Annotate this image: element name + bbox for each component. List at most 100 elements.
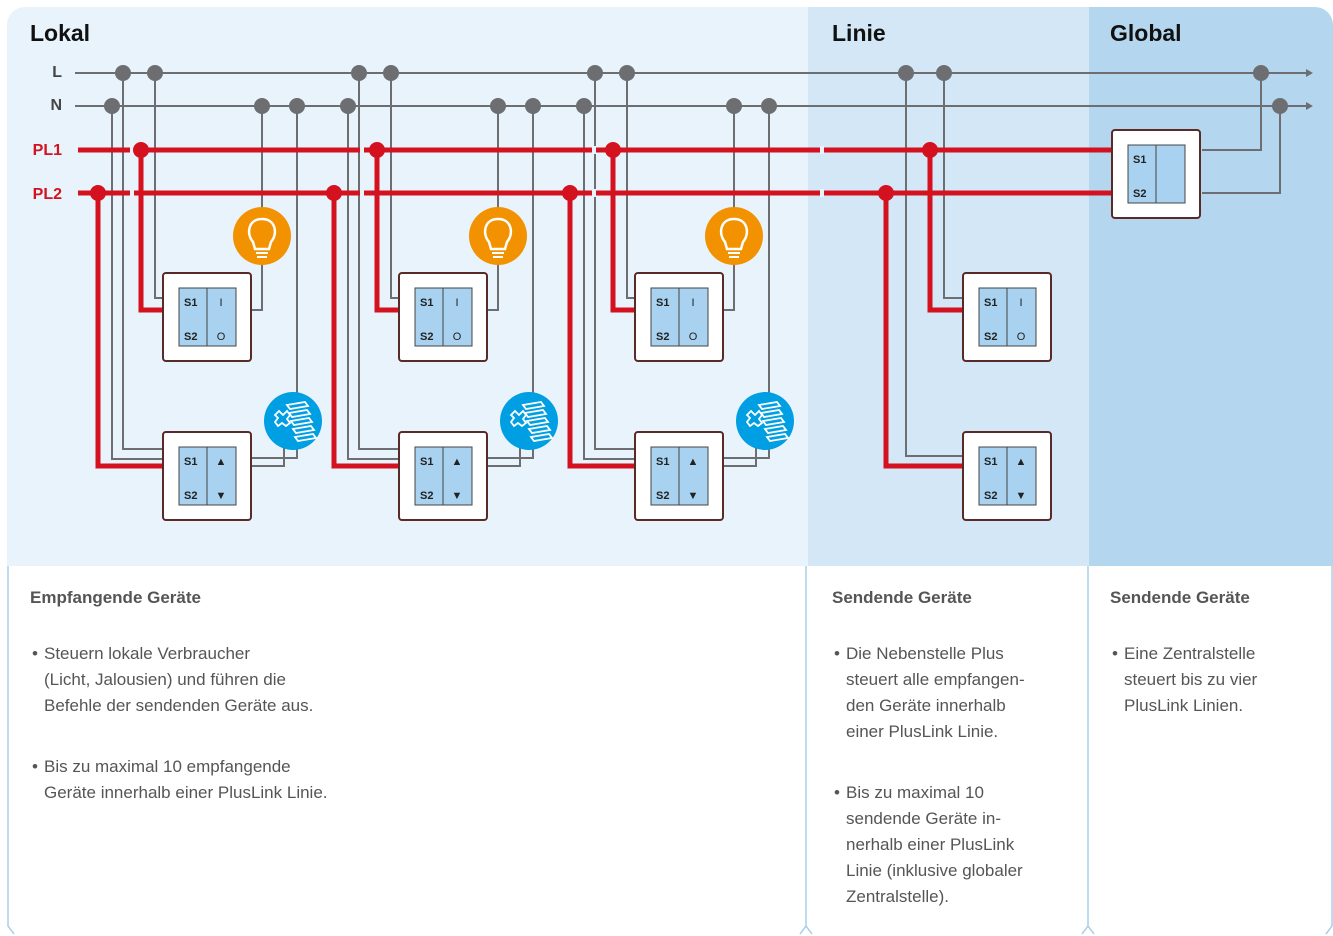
- junction-dot: [115, 65, 131, 81]
- label-s2: S2: [184, 331, 197, 343]
- label-s1: S1: [420, 297, 433, 309]
- junction-dot: [936, 65, 952, 81]
- junction-dot: [369, 142, 385, 158]
- wire: [487, 448, 521, 467]
- up-arrow-icon: ▲: [452, 456, 463, 468]
- global-bullet-1: • Eine Zentralstelle steuert bis zu vier…: [1112, 641, 1257, 719]
- lamp-circle: [469, 207, 527, 265]
- wire: [610, 150, 635, 313]
- up-arrow-icon: ▲: [688, 456, 699, 468]
- blind-slat: [525, 417, 550, 426]
- wire: [1202, 73, 1262, 151]
- line-break: [820, 189, 824, 197]
- bullet-dot: •: [1112, 644, 1118, 663]
- line-break: [592, 189, 596, 197]
- wire: [594, 73, 635, 450]
- wire: [905, 73, 963, 457]
- wire: [927, 150, 963, 313]
- down-arrow-icon: ▼: [1016, 490, 1027, 502]
- label-s1: S1: [984, 297, 997, 309]
- blind-icon: [500, 392, 558, 450]
- lamp-circle: [705, 207, 763, 265]
- label-s2: S2: [184, 490, 197, 502]
- bullet-dot: •: [32, 757, 38, 776]
- junction-dot: [133, 142, 149, 158]
- wire: [1202, 106, 1281, 194]
- global-column-title: Sendende Geräte: [1110, 588, 1250, 607]
- sun-star: [745, 409, 764, 428]
- wire: [583, 106, 635, 460]
- lamp-circle: [233, 207, 291, 265]
- junction-dot: [351, 65, 367, 81]
- up-arrow-icon: ▲: [216, 456, 227, 468]
- junction-dot: [605, 142, 621, 158]
- lokal-column-title: Empfangende Geräte: [30, 588, 201, 607]
- junction-dot: [147, 65, 163, 81]
- junction-dot: [90, 185, 106, 201]
- junction-dot: [254, 98, 270, 114]
- up-arrow-icon: ▲: [1016, 456, 1027, 468]
- down-arrow-icon: ▼: [688, 490, 699, 502]
- blind-slat: [527, 425, 552, 434]
- label-s1: S1: [1133, 154, 1146, 166]
- junction-dot: [576, 98, 592, 114]
- line-label-pl1: PL1: [33, 142, 62, 159]
- label-s1: S1: [184, 456, 197, 468]
- bulb-glass: [247, 217, 277, 251]
- line-break: [360, 189, 364, 197]
- blind-slat: [289, 417, 314, 426]
- down-arrow-icon: ▼: [216, 490, 227, 502]
- blind-slat: [293, 433, 318, 442]
- label-on: I: [1019, 297, 1022, 309]
- label-on: I: [691, 297, 694, 309]
- label-s2: S2: [420, 331, 433, 343]
- label-s1: S1: [656, 456, 669, 468]
- wire: [374, 150, 399, 313]
- junction-dot: [340, 98, 356, 114]
- column-dividers: [7, 566, 1333, 935]
- junction-dot: [898, 65, 914, 81]
- text-line: Die Nebenstelle Plus: [846, 644, 1004, 663]
- label-s1: S1: [984, 456, 997, 468]
- label-s1: S1: [420, 456, 433, 468]
- text-line: Befehle der sendenden Geräte aus.: [44, 696, 314, 715]
- text-line: PlusLink Linien.: [1124, 696, 1244, 715]
- label-off: O: [1017, 331, 1026, 343]
- blind-slat: [765, 433, 790, 442]
- junction-dot: [761, 98, 777, 114]
- junction-dot: [922, 142, 938, 158]
- wire: [723, 448, 757, 467]
- text-line: sendende Geräte in-: [846, 809, 1001, 828]
- devices: S1S2IOS1S2▲▼S1S2IOS1S2▲▼S1S2IOS1S2▲▼S1S2…: [162, 129, 1201, 521]
- bulb-glass: [719, 217, 749, 251]
- junction-dot: [525, 98, 541, 114]
- junction-dot: [289, 98, 305, 114]
- junction-dot: [1253, 65, 1269, 81]
- wire: [567, 193, 635, 469]
- arrow-n: [1306, 102, 1313, 110]
- junction-dot: [726, 98, 742, 114]
- bus-lines: [75, 69, 1313, 110]
- label-off: O: [453, 331, 462, 343]
- label-s1: S1: [184, 297, 197, 309]
- blind-slat: [523, 409, 548, 418]
- text-line: Linie (inklusive globaler: [846, 861, 1023, 880]
- wire: [883, 193, 963, 469]
- column-divider: [1325, 566, 1333, 935]
- text-line: Bis zu maximal 10 empfangende: [44, 757, 291, 776]
- junction-dot: [562, 185, 578, 201]
- junction-dot: [104, 98, 120, 114]
- text-line: Steuern lokale Verbraucher: [44, 644, 251, 663]
- line-break: [130, 189, 134, 197]
- blind-slat: [287, 409, 312, 418]
- label-off: O: [689, 331, 698, 343]
- label-off: O: [217, 331, 226, 343]
- line-break: [592, 146, 596, 154]
- text-line: steuert alle empfangen-: [846, 670, 1025, 689]
- wire: [347, 106, 399, 460]
